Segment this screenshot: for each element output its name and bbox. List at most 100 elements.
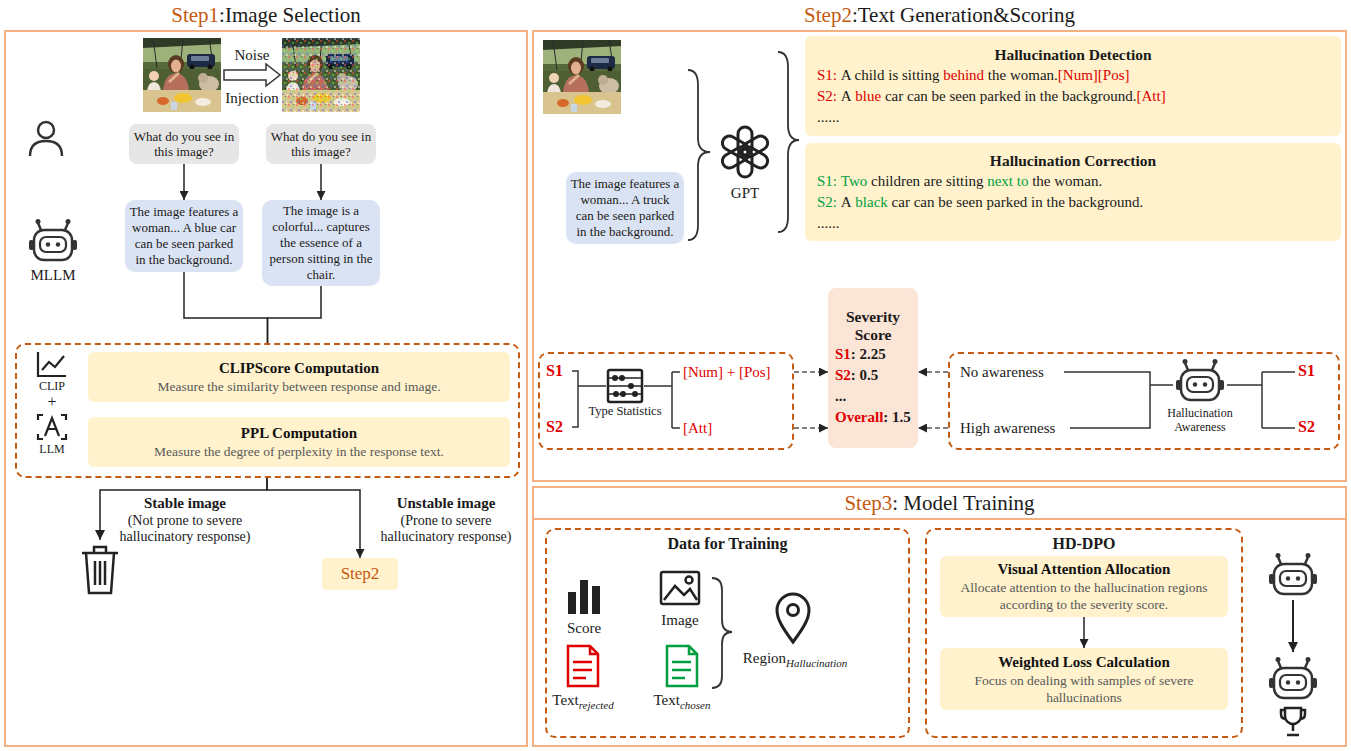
text-run: S1: [835, 346, 851, 362]
text-line: S2: 0.5: [831, 365, 915, 386]
text-group: HD-DPO: [927, 534, 1241, 554]
text-group: S1: [546, 361, 572, 381]
response-box: The image is a colorful... captures the …: [262, 200, 380, 286]
text-group: RegionHallucination: [735, 648, 855, 669]
location-pin-icon: [788, 605, 799, 616]
text-run: A: [841, 88, 852, 104]
icon-label: Hallucination Awareness: [1167, 406, 1232, 434]
arrow-label: Injection: [222, 89, 282, 108]
detection-box: Hallucination DetectionS1:A child is sit…: [805, 36, 1341, 136]
box-text: What do you see in this image?: [132, 129, 236, 160]
icon-label: Score: [567, 620, 601, 636]
bar-chart-icon: [568, 580, 600, 614]
text-run: next to: [987, 173, 1028, 189]
curly-brace: [778, 52, 799, 232]
abacus-icon: [613, 391, 619, 397]
hd-dpo-group: HD-DPOVisual Attention AllocationAllocat…: [925, 528, 1243, 738]
rejected-text-icon: [568, 646, 598, 686]
box-description: Measure the degree of perplexity in the …: [96, 443, 502, 460]
connector: [183, 164, 185, 200]
training-arrow: [1293, 600, 1294, 652]
image-icon: [661, 572, 699, 604]
trophy-icon: [1287, 724, 1299, 735]
icon-label: S2: [546, 418, 563, 435]
trophy-icon: [1281, 708, 1305, 735]
source-photo: [282, 38, 360, 112]
noise-arrow: [224, 64, 280, 86]
connector: [794, 371, 828, 373]
user-icon: [30, 141, 62, 156]
question-box: What do you see in this image?: [129, 124, 239, 164]
icon-label: S2: [1298, 418, 1315, 435]
icon-label: Text: [654, 692, 680, 708]
text-line: Hallucination Detection: [817, 44, 1329, 65]
icon-label: S1: [1298, 362, 1315, 379]
connector: [918, 427, 948, 429]
box-description: Allocate attention to the hallucination …: [948, 579, 1220, 613]
step-title: :Text Generation&Scoring: [852, 3, 1075, 27]
text-group: Textchosen: [642, 690, 722, 711]
text-line: S2:Ablackcar can be seen parked in the b…: [817, 192, 1329, 213]
text-run: S2:: [817, 88, 837, 104]
text-run: : 2.25: [851, 346, 886, 362]
step-title: :Image Selection: [219, 3, 361, 27]
statistics-wires: [644, 372, 680, 428]
text-group: Image: [650, 610, 710, 630]
step-title: Step3: [844, 491, 892, 515]
abacus-icon: [620, 391, 626, 397]
text-line: S2:Abluecar can be seen parked in the ba…: [817, 86, 1329, 107]
text-group: S1: [1298, 361, 1324, 381]
text-run: the woman.: [1032, 173, 1102, 189]
abacus-icon: [608, 378, 642, 394]
chosen-text-icon: [667, 646, 697, 686]
llm-icon: [38, 415, 66, 439]
text-run: Severity Score: [846, 308, 900, 343]
abacus-icon: [619, 375, 625, 381]
panel-heading: Step2:Text Generation&Scoring: [534, 2, 1345, 28]
outcome-label: Unstable image: [370, 494, 522, 513]
box-text: The image features a woman... A truck ca…: [570, 176, 680, 240]
trash-icon: [95, 561, 105, 585]
text-group: [Num] + [Pos]: [683, 362, 791, 382]
text-group: +: [30, 393, 74, 411]
gpt-logo: [720, 127, 770, 177]
correction-box: Hallucination CorrectionS1:Twochildren a…: [805, 143, 1341, 241]
text-group: S2: [1298, 417, 1324, 437]
icon-label: LLM: [39, 442, 64, 456]
method-box: Visual Attention AllocationAllocate atte…: [940, 556, 1228, 617]
box-text: The image features a woman... A blue car…: [129, 204, 239, 268]
box-title: CLIPScore Computation: [96, 359, 502, 378]
rejected-text-icon: [568, 646, 598, 686]
curly-brace: [688, 70, 710, 240]
model-label: GPT: [715, 184, 775, 203]
icon-label: [Num] + [Pos]: [683, 364, 771, 380]
text-line: Overall: 1.5: [831, 407, 915, 428]
text-run: Hallucination Detection: [994, 46, 1151, 63]
text-run: S2:: [817, 194, 837, 210]
text-run: [Att]: [1137, 88, 1166, 104]
text-group: LLM: [30, 442, 74, 456]
text-run: : 1.5: [883, 409, 911, 425]
text-run: Two: [841, 173, 867, 189]
text-run: Hallucination Correction: [990, 152, 1156, 169]
text-group: S2: [546, 417, 572, 437]
llm-icon: [45, 418, 59, 436]
trash-icon: [94, 547, 106, 553]
source-photo: [143, 38, 221, 112]
text-line: ......: [817, 107, 1329, 128]
text-line: ......: [817, 213, 1329, 234]
panel-heading: Step1:Image Selection: [6, 2, 526, 28]
step-title: : Model Training: [892, 491, 1034, 515]
metric-box: CLIPScore ComputationMeasure the similar…: [88, 352, 510, 402]
abacus-icon: [608, 370, 642, 402]
trash-icon: [82, 547, 118, 593]
text-run: ...: [835, 388, 846, 404]
text-group: High awareness: [960, 418, 1068, 438]
icon-label: Text: [552, 692, 578, 708]
step-panel: Step2:Text Generation&ScoringThe image f…: [532, 30, 1347, 482]
outcome-label: Stable image: [110, 494, 260, 513]
text-line: Severity Score: [831, 308, 915, 344]
connector: [1083, 617, 1085, 648]
icon-label: High awareness: [960, 420, 1055, 436]
icon-label: Data for Training: [667, 535, 787, 552]
